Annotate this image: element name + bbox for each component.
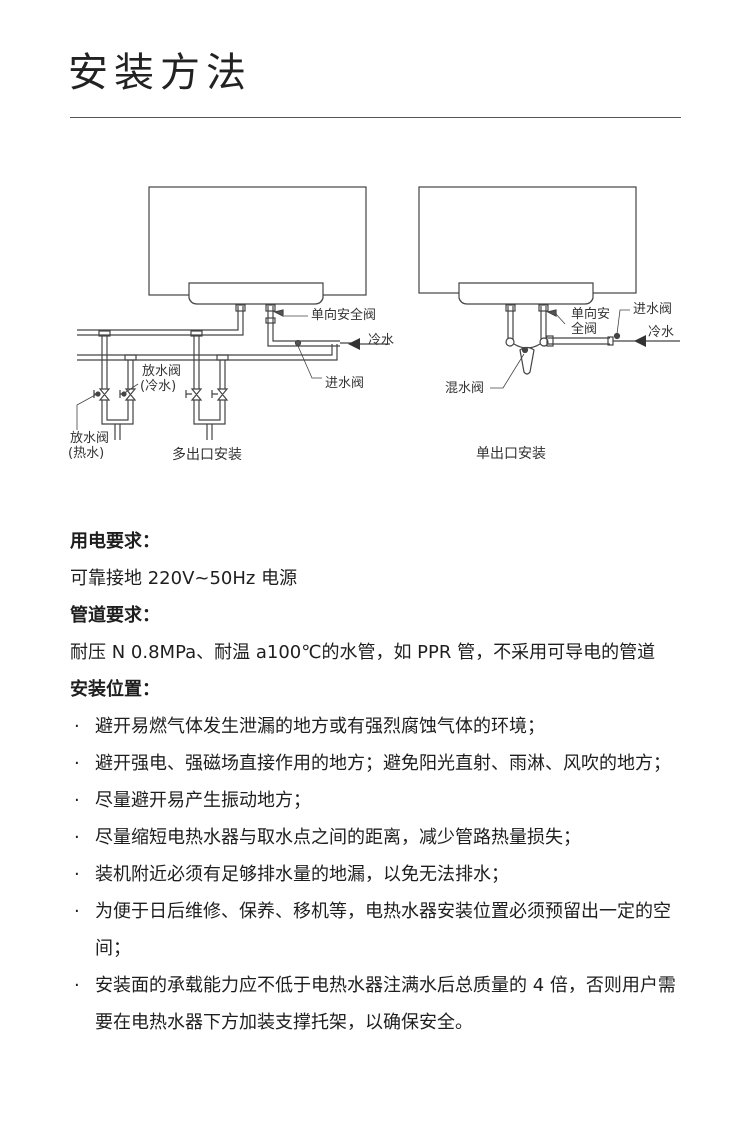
check-valve (546, 309, 557, 317)
list-item-text: 为便于日后维修、保养、移机等，电热水器安装位置必须预留出一定的空间； (95, 901, 671, 959)
caption-single-outlet: 单出口安装 (476, 446, 546, 462)
list-item-text: 安装面的承载能力应不低于电热水器注满水后总质量的 4 倍，否则用户需要在电热水器… (95, 975, 676, 1033)
bullet: · (74, 975, 80, 996)
label-drain-hot: 放水阀 (70, 431, 109, 446)
list-item: · 安装面的承载能力应不低于电热水器注满水后总质量的 4 倍，否则用户需要在电热水… (70, 967, 690, 1041)
label-cold-water: 冷水 (648, 325, 674, 340)
installation-requirements: 用电要求： 可靠接地 220V~50Hz 电源 管道要求： 耐压 N 0.8MP… (70, 523, 690, 1041)
label-check-valve-cont: 全阀 (571, 321, 597, 337)
label-mixing-valve: 混水阀 (445, 381, 484, 396)
power-heading: 用电要求： (70, 531, 160, 552)
bullet: · (74, 753, 80, 774)
inlet-pipe (548, 337, 610, 345)
label-check-valve: 单向安 (571, 306, 610, 322)
caption-multi-outlet: 多出口安装 (172, 446, 242, 463)
list-item: · 避开易燃气体发生泄漏的地方或有强烈腐蚀气体的环境； (70, 708, 690, 745)
cold-water-arrow (634, 335, 646, 347)
list-item-text: 避开易燃气体发生泄漏的地方或有强烈腐蚀气体的环境； (95, 716, 545, 737)
check-valve (273, 309, 284, 317)
hot-water-pipe (77, 306, 244, 336)
list-item: · 尽量缩短电热水器与取水点之间的距离，减少管路热量损失； (70, 819, 690, 856)
water-heater-tank (418, 186, 637, 294)
list-item: · 装机附近必须有足够排水量的地漏，以免无法排水； (70, 856, 690, 893)
list-item: · 尽量避开易产生振动地方； (70, 782, 690, 819)
list-item: · 避开强电、强磁场直接作用的地方；避免阳光直射、雨淋、风吹的地方； (70, 745, 690, 782)
title-divider (70, 117, 681, 118)
bullet: · (74, 827, 80, 848)
inlet-valve (613, 332, 621, 340)
tank-bottom-cover (188, 282, 324, 305)
label-drain-cold-sub: (冷水) (140, 379, 176, 394)
label-drain-cold: 放水阀 (142, 364, 181, 379)
bullet: · (74, 864, 80, 885)
label-inlet-valve: 进水阀 (325, 376, 364, 391)
list-item: · 为便于日后维修、保养、移机等，电热水器安装位置必须预留出一定的空间； (70, 893, 690, 967)
list-item-text: 尽量缩短电热水器与取水点之间的距离，减少管路热量损失； (95, 827, 581, 848)
page-title: 安装方法 (68, 50, 252, 96)
label-inlet-valve: 进水阀 (633, 302, 672, 317)
label-cold-water: 冷水 (368, 333, 394, 348)
cold-water-arrow (348, 338, 360, 350)
inlet-valve (294, 339, 302, 347)
pipe-text: 耐压 N 0.8MPa、耐温 a100℃的水管，如 PPR 管，不采用可导电的管… (70, 642, 656, 663)
bullet: · (74, 716, 80, 737)
list-item-text: 尽量避开易产生振动地方； (95, 790, 311, 811)
list-item-text: 装机附近必须有足够排水量的地漏，以免无法排水； (95, 864, 509, 885)
label-drain-hot-sub: (热水) (68, 446, 104, 461)
power-text: 可靠接地 220V~50Hz 电源 (70, 568, 298, 589)
bullet: · (74, 901, 80, 922)
label-check-valve: 单向安全阀 (311, 307, 376, 323)
drain-branches (76, 330, 229, 440)
location-heading: 安装位置： (70, 679, 160, 700)
bullet: · (74, 790, 80, 811)
cold-water-pipe (77, 344, 338, 361)
water-heater-tank (148, 186, 367, 296)
multi-outlet-diagram: 单向安全阀 冷水 进水阀 放水阀 (冷水) 放水阀 (热水) 多出口安装 (68, 186, 394, 463)
hot-outlet-fitting (235, 304, 246, 312)
tank-bottom-cover (458, 282, 594, 305)
pipe-heading: 管道要求： (70, 605, 160, 626)
single-outlet-diagram: 单向安 全阀 进水阀 冷水 混水阀 单出口安装 (418, 186, 680, 462)
list-item-text: 避开强电、强磁场直接作用的地方；避免阳光直射、雨淋、风吹的地方； (95, 753, 671, 774)
installation-diagrams: 单向安全阀 冷水 进水阀 放水阀 (冷水) 放水阀 (热水) 多出口安装 单向安… (68, 186, 680, 463)
